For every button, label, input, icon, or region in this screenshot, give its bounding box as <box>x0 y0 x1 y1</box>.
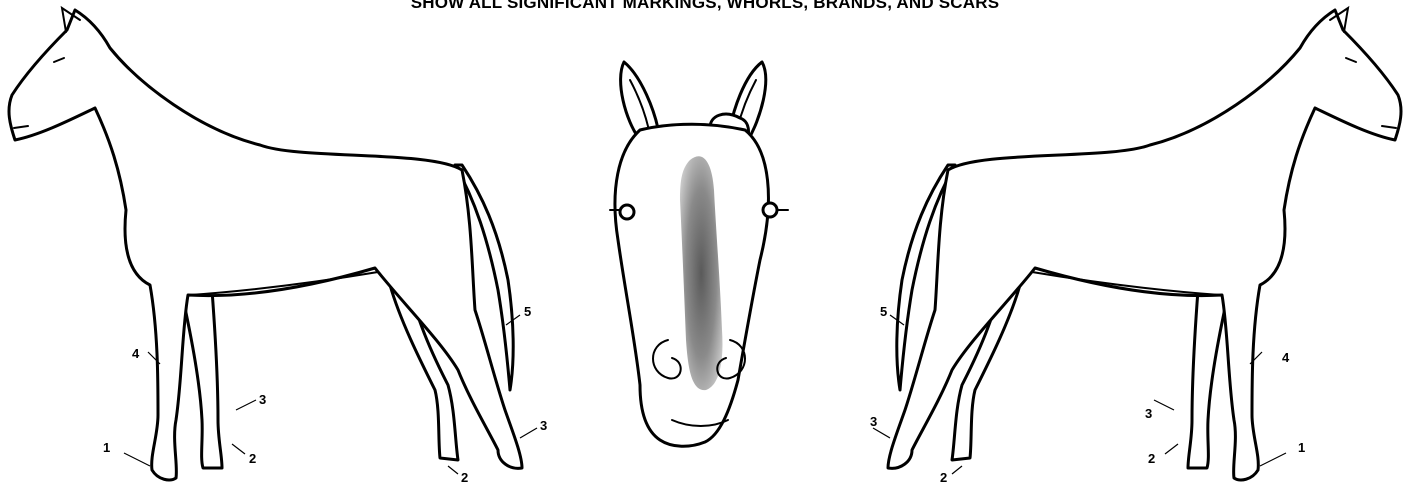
left-side-view: 1 2 3 4 5 3 2 <box>9 8 547 485</box>
left-label-hind-cannon: 3 <box>540 418 547 433</box>
left-label-front-cannon: 3 <box>259 392 266 407</box>
left-eye <box>620 205 634 219</box>
left-label-front-pastern: 2 <box>249 451 256 466</box>
left-label-forearm: 4 <box>132 346 140 361</box>
right-label-hind-pastern: 2 <box>940 470 947 485</box>
right-label-forehoof: 1 <box>1298 440 1305 455</box>
head-front-view <box>610 62 788 446</box>
right-eye <box>763 203 777 217</box>
right-label-front-pastern: 2 <box>1148 451 1155 466</box>
left-label-tail: 5 <box>524 304 531 319</box>
right-label-front-cannon: 3 <box>1145 406 1152 421</box>
right-label-hind-cannon: 3 <box>870 414 877 429</box>
right-side-view: 1 2 3 4 5 3 2 <box>870 8 1401 485</box>
right-label-forearm: 4 <box>1282 350 1290 365</box>
left-label-hind-pastern: 2 <box>461 470 468 485</box>
left-label-forehoof: 1 <box>103 440 110 455</box>
right-label-tail: 5 <box>880 304 887 319</box>
